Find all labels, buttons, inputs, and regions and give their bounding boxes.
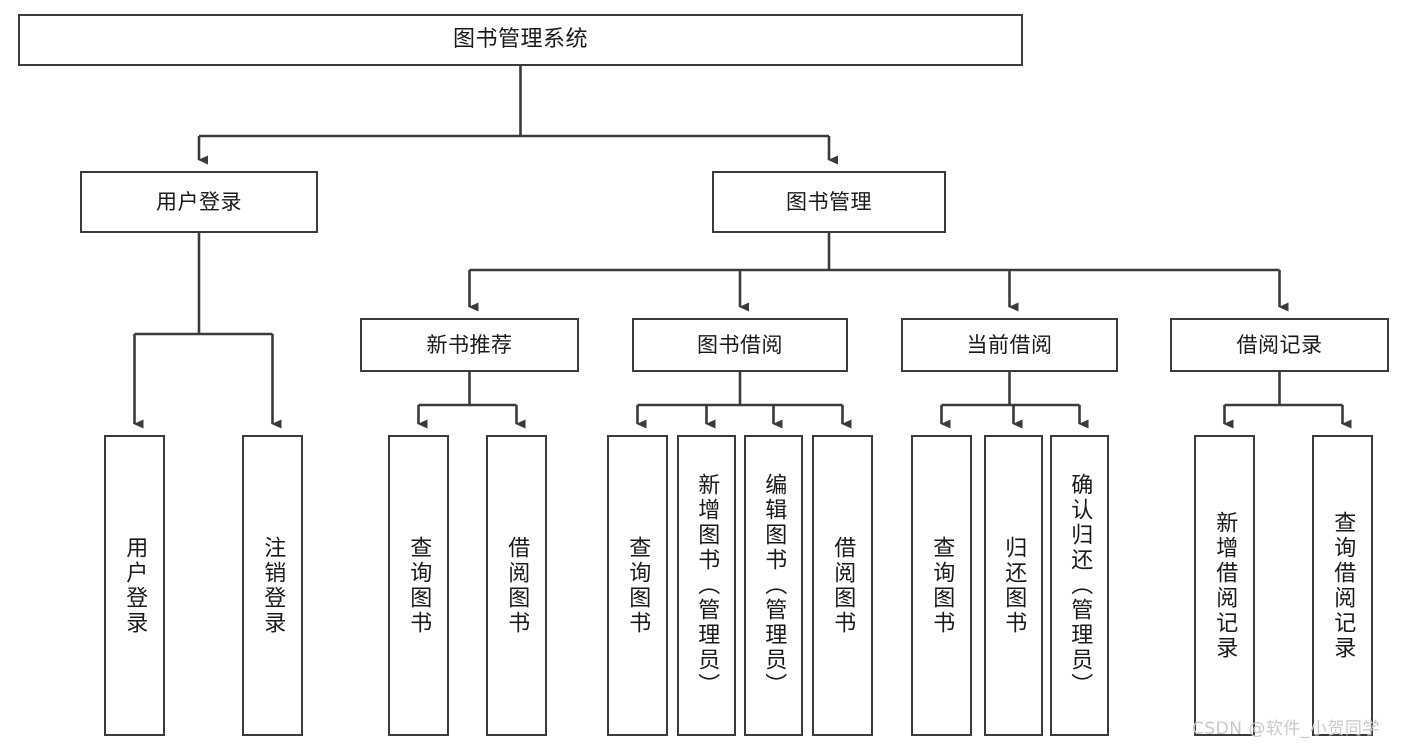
node-user-login: 用户登录 xyxy=(80,171,318,233)
node-leaf-query-book-3: 查询图书 xyxy=(911,435,972,736)
node-label: 查询借阅记录 xyxy=(1330,510,1356,661)
node-leaf-edit-book: 编辑图书（管理员） xyxy=(744,435,803,736)
node-label: 当前借阅 xyxy=(966,332,1053,357)
node-leaf-user-login: 用户登录 xyxy=(104,435,165,736)
node-label: 新书推荐 xyxy=(426,332,513,357)
node-label: 借阅记录 xyxy=(1236,332,1323,357)
node-book-manage: 图书管理 xyxy=(712,171,946,233)
node-label: 确认归还（管理员） xyxy=(1067,473,1093,698)
node-label: 查询图书 xyxy=(929,535,955,636)
node-borrow-record: 借阅记录 xyxy=(1170,318,1389,372)
node-leaf-borrow-book-1: 借阅图书 xyxy=(486,435,547,736)
node-leaf-return-book: 归还图书 xyxy=(984,435,1043,736)
node-new-book-recommend: 新书推荐 xyxy=(360,318,579,372)
node-label: 用户登录 xyxy=(156,189,242,214)
node-label: 图书管理 xyxy=(786,189,872,214)
node-leaf-logout: 注销登录 xyxy=(242,435,303,736)
node-label: 查询图书 xyxy=(625,535,651,636)
node-current-borrow: 当前借阅 xyxy=(901,318,1118,372)
node-leaf-query-record: 查询借阅记录 xyxy=(1312,435,1373,736)
node-leaf-borrow-book-2: 借阅图书 xyxy=(812,435,873,736)
node-label: 借阅图书 xyxy=(504,535,530,636)
node-leaf-query-book-1: 查询图书 xyxy=(388,435,449,736)
node-leaf-add-book: 新增图书（管理员） xyxy=(677,435,736,736)
node-label: 归还图书 xyxy=(1001,535,1027,636)
node-label: 编辑图书（管理员） xyxy=(761,473,787,698)
node-label: 注销登录 xyxy=(260,535,286,636)
node-root: 图书管理系统 xyxy=(18,14,1023,66)
node-label: 用户登录 xyxy=(122,535,148,636)
node-label: 图书借阅 xyxy=(697,332,783,357)
node-label: 新增图书（管理员） xyxy=(694,473,720,698)
csdn-watermark: CSDN @软件_小贺同学 xyxy=(1192,719,1380,739)
node-label: 查询图书 xyxy=(406,535,432,636)
node-leaf-add-record: 新增借阅记录 xyxy=(1194,435,1255,736)
node-label: 图书管理系统 xyxy=(452,27,588,53)
node-book-borrow: 图书借阅 xyxy=(632,318,848,372)
node-label: 借阅图书 xyxy=(830,535,856,636)
node-leaf-confirm-return: 确认归还（管理员） xyxy=(1050,435,1109,736)
node-leaf-query-book-2: 查询图书 xyxy=(607,435,668,736)
node-label: 新增借阅记录 xyxy=(1212,510,1238,661)
